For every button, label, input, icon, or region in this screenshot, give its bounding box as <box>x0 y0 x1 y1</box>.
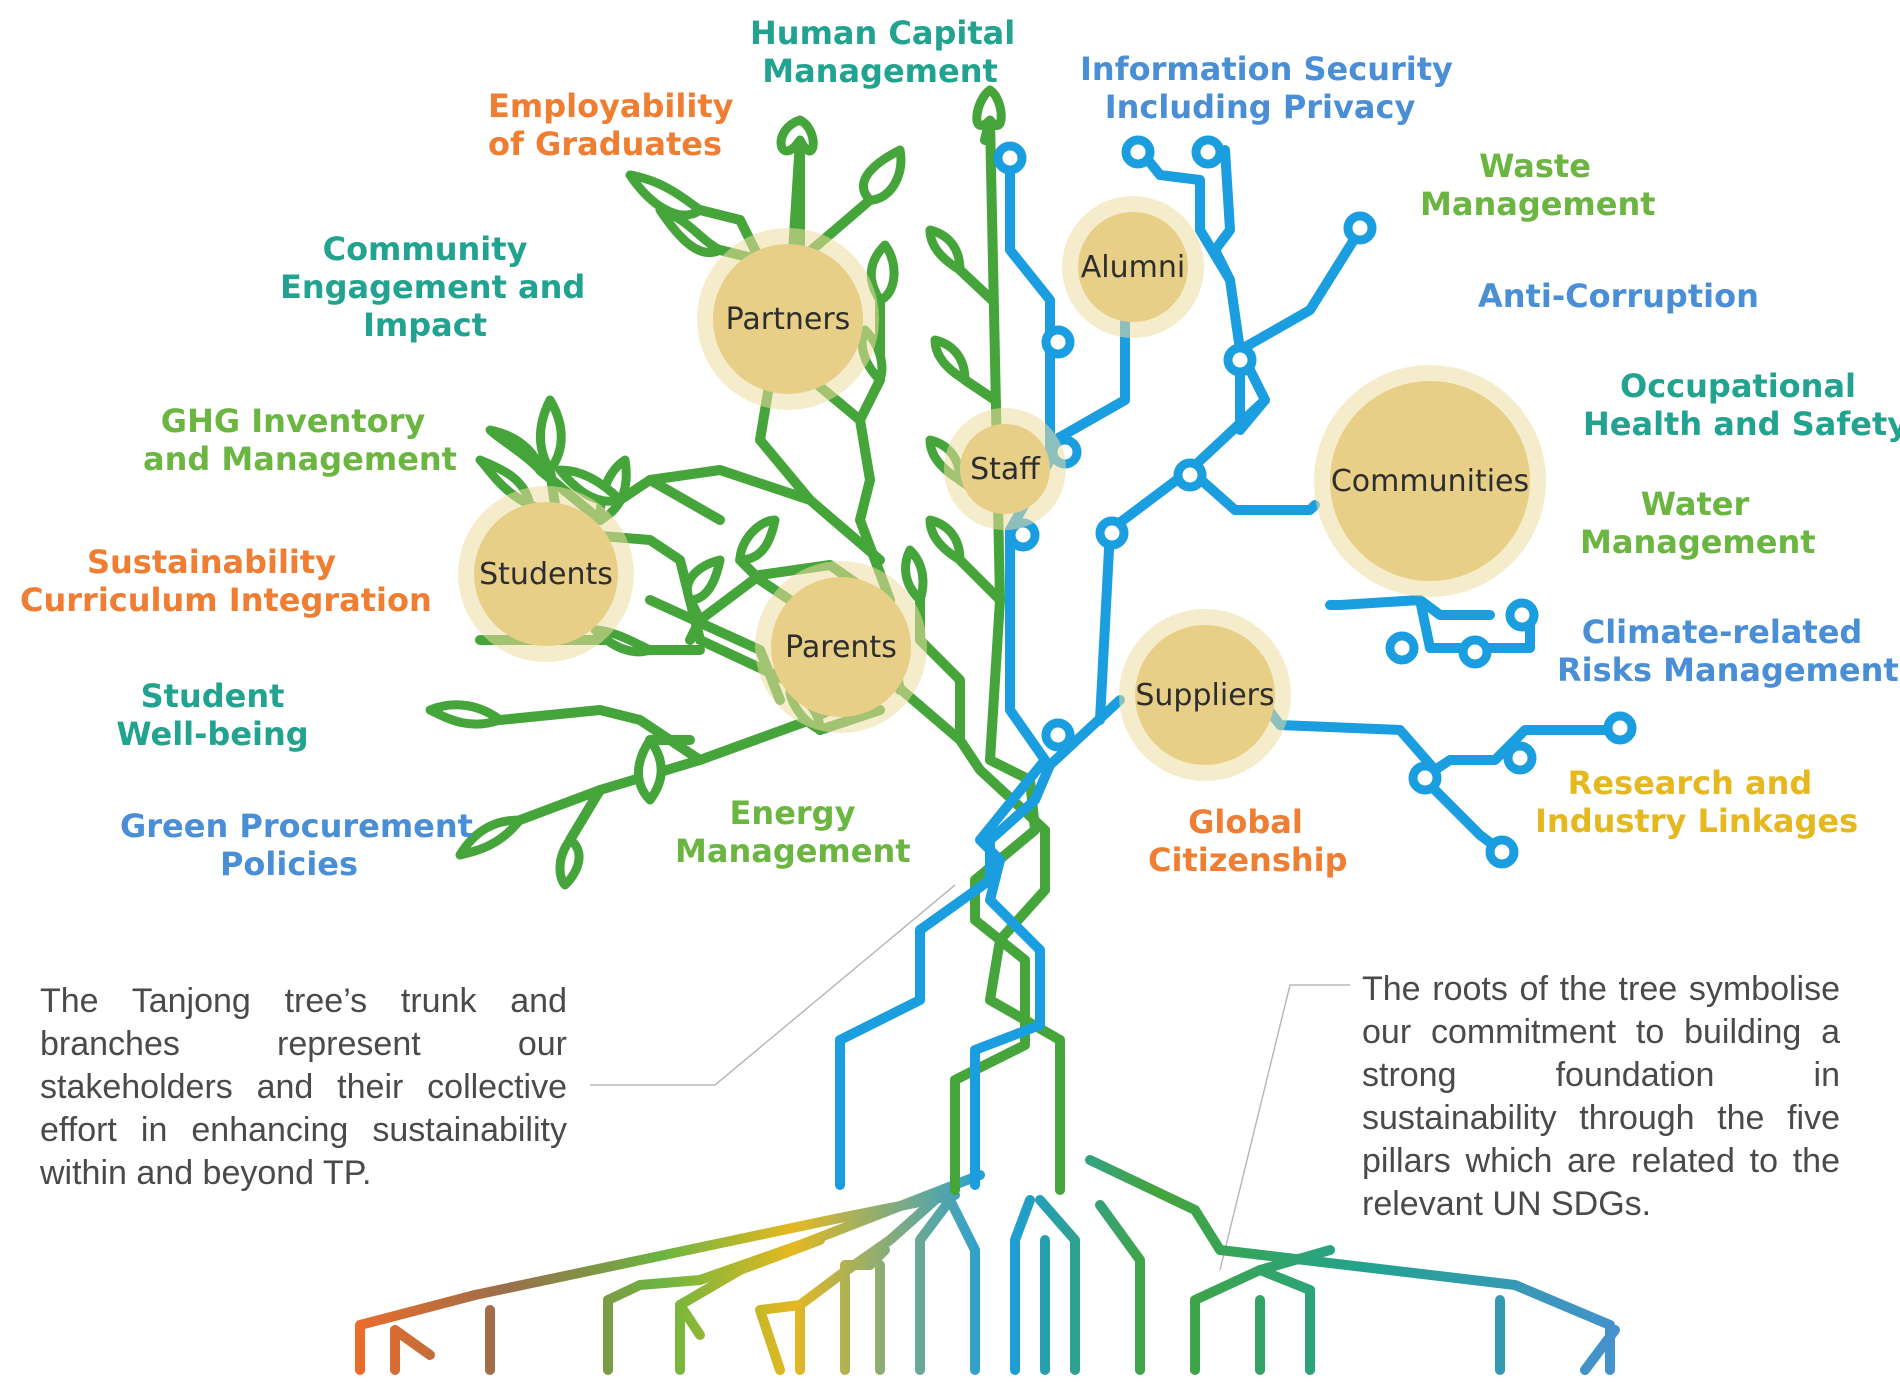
label-info-security: Information Security Including Privacy <box>1080 50 1453 126</box>
label-anti-corruption: Anti-Corruption <box>1478 277 1759 315</box>
label-line: Health and Safety <box>1583 405 1900 443</box>
label-line: Student <box>140 677 285 715</box>
caption-roots: The roots of the tree symbolise our comm… <box>1362 970 1840 1223</box>
label-procurement: Green Procurement Policies <box>120 807 473 883</box>
node-partners: Partners <box>713 244 863 394</box>
label-line: Including Privacy <box>1104 88 1416 126</box>
label-line: of Graduates <box>488 125 723 163</box>
label-line: Occupational <box>1619 367 1856 405</box>
label-employability: Employability of Graduates <box>488 87 734 163</box>
label-line: Engagement and <box>280 268 586 306</box>
label-line: Risks Management <box>1557 651 1899 689</box>
label-line: Community <box>322 230 528 268</box>
node-parents: Parents <box>771 577 911 717</box>
label-human-capital: Human Capital Management <box>750 14 1016 90</box>
node-parents-label: Parents <box>785 629 897 665</box>
label-line: and Management <box>143 440 457 478</box>
label-climate: Climate-related Risks Management <box>1557 613 1899 689</box>
label-line: Human Capital <box>750 14 1016 52</box>
label-line: Employability <box>488 87 734 125</box>
node-partners-label: Partners <box>725 301 851 337</box>
node-alumni: Alumni <box>1078 212 1188 322</box>
label-line: Global <box>1188 803 1303 841</box>
label-community-engagement: Community Engagement and Impact <box>280 230 586 344</box>
label-wellbeing: Student Well-being <box>110 677 315 753</box>
label-ohs: Occupational Health and Safety <box>1583 367 1900 443</box>
label-energy: Energy Management <box>675 794 911 870</box>
label-line: GHG Inventory <box>160 402 426 440</box>
node-suppliers-label: Suppliers <box>1135 677 1275 713</box>
blue-node-dots <box>993 135 1637 869</box>
label-line: Green Procurement <box>120 807 473 845</box>
node-alumni-label: Alumni <box>1080 249 1186 285</box>
node-students: Students <box>474 502 618 646</box>
label-line: Climate-related <box>1581 613 1863 651</box>
label-line: Information Security <box>1080 50 1453 88</box>
label-global-citizenship: Global Citizenship <box>1148 803 1348 879</box>
caption-trunk: The Tanjong tree’s trunk and branches re… <box>40 982 567 1192</box>
tree-roots <box>355 1155 1620 1375</box>
node-staff-label: Staff <box>970 451 1040 487</box>
label-water: Water Management <box>1580 485 1816 561</box>
label-line: Well-being <box>116 715 309 753</box>
label-line: Management <box>675 832 911 870</box>
label-line: Waste <box>1479 147 1591 185</box>
label-ghg: GHG Inventory and Management <box>143 402 457 478</box>
label-line: Research and <box>1567 764 1813 802</box>
label-line: Industry Linkages <box>1535 802 1859 840</box>
label-line: Energy <box>729 794 856 832</box>
label-line: Anti-Corruption <box>1478 277 1759 315</box>
node-communities-label: Communities <box>1330 463 1530 499</box>
node-suppliers: Suppliers <box>1135 625 1275 765</box>
caption-pointer-lines <box>590 884 1350 1271</box>
label-line: Impact <box>362 306 487 344</box>
label-line: Management <box>1580 523 1816 561</box>
label-line: Management <box>1420 185 1656 223</box>
green-branches <box>475 115 1065 1195</box>
label-line: Curriculum Integration <box>20 581 432 619</box>
label-line: Water <box>1640 485 1750 523</box>
label-line: Policies <box>219 845 359 883</box>
node-students-label: Students <box>479 556 613 592</box>
label-curriculum: Sustainability Curriculum Integration <box>20 543 432 619</box>
label-waste: Waste Management <box>1420 147 1656 223</box>
node-communities: Communities <box>1330 381 1530 581</box>
node-staff: Staff <box>960 424 1050 514</box>
label-line: Sustainability <box>86 543 337 581</box>
label-line: Management <box>762 52 998 90</box>
label-research: Research and Industry Linkages <box>1535 764 1859 840</box>
label-line: Citizenship <box>1148 841 1348 879</box>
